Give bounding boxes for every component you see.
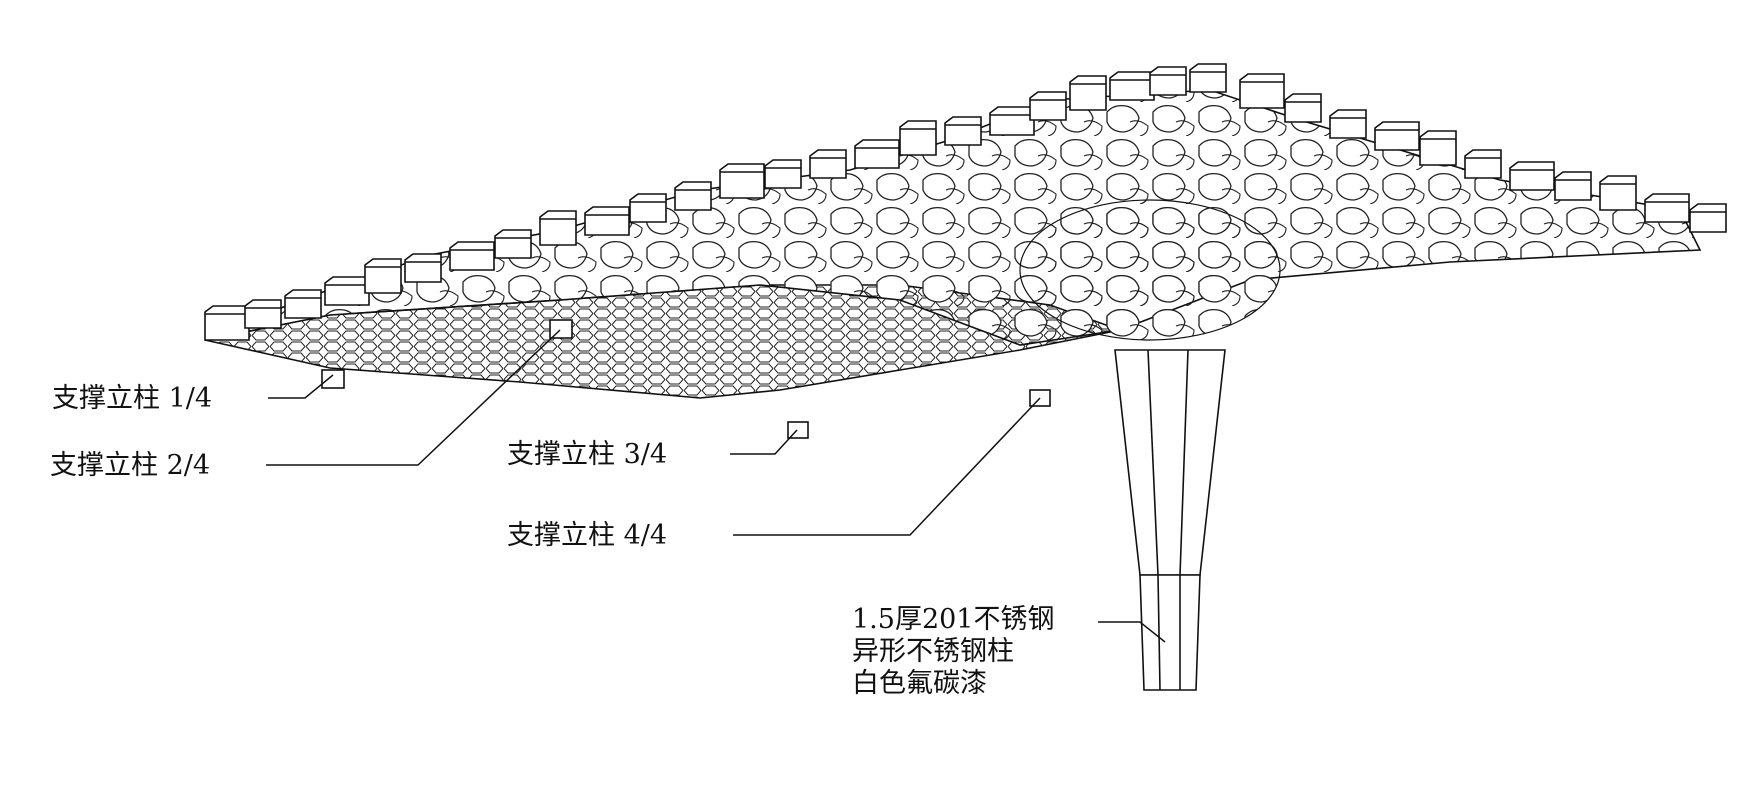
- canopy-rim-blocks: [204, 63, 1727, 341]
- rim-block: [1464, 149, 1502, 179]
- rim-block: [1509, 161, 1555, 191]
- rim-block: [1644, 193, 1690, 223]
- rim-block: [584, 206, 630, 236]
- rim-block: [1149, 66, 1187, 96]
- rim-block: [674, 181, 712, 211]
- rim-block: [1599, 175, 1637, 211]
- column-spec-line-2: 异形不锈钢柱: [852, 636, 1014, 667]
- rim-block: [809, 149, 847, 179]
- label-post-3: 支撑立柱 3/4: [507, 439, 668, 470]
- column-spec-line-1: 1.5厚201不锈钢: [852, 604, 1055, 635]
- rim-block: [1284, 93, 1322, 123]
- leader-post-3: [730, 429, 798, 455]
- support-post-2: [549, 319, 573, 339]
- rim-block: [719, 163, 765, 199]
- leader-post-2: [266, 329, 561, 466]
- rim-block: [899, 120, 937, 156]
- label-post-1: 支撑立柱 1/4: [52, 383, 213, 414]
- rim-block: [204, 305, 250, 341]
- leader-column-spec: [1098, 621, 1166, 643]
- rim-block: [1069, 75, 1107, 111]
- leader-lines: [266, 329, 1166, 643]
- rim-block: [989, 106, 1035, 136]
- rim-block: [324, 276, 370, 306]
- rim-block: [1329, 109, 1367, 139]
- rim-block: [404, 253, 442, 283]
- rim-block: [284, 289, 322, 319]
- rim-block: [494, 229, 532, 259]
- label-post-2: 支撑立柱 2/4: [50, 450, 211, 481]
- column-cell-zone: [1019, 199, 1281, 341]
- rim-block: [764, 159, 802, 189]
- rim-block: [629, 193, 667, 223]
- rim-block: [1419, 130, 1457, 166]
- rim-block: [244, 299, 282, 329]
- rim-block: [1239, 73, 1285, 109]
- column-spec-line-3: 白色氟碳漆: [852, 668, 987, 699]
- main-column: [1114, 349, 1226, 691]
- leader-post-1: [268, 374, 334, 399]
- rim-block: [1029, 91, 1067, 121]
- label-column-spec: 1.5厚201不锈钢 异形不锈钢柱 白色氟碳漆: [852, 604, 1054, 700]
- rim-block: [1374, 121, 1420, 151]
- support-post-1: [321, 369, 345, 389]
- label-post-4: 支撑立柱 4/4: [507, 520, 668, 551]
- rim-block: [1689, 203, 1727, 233]
- rim-block: [449, 241, 495, 271]
- rim-block: [944, 116, 982, 146]
- rim-block: [1109, 71, 1155, 101]
- rim-block: [1189, 63, 1227, 93]
- rim-block: [1554, 171, 1592, 201]
- rim-block: [854, 139, 900, 169]
- rim-block: [364, 258, 402, 294]
- rim-block: [539, 210, 577, 246]
- leader-post-4: [733, 397, 1041, 536]
